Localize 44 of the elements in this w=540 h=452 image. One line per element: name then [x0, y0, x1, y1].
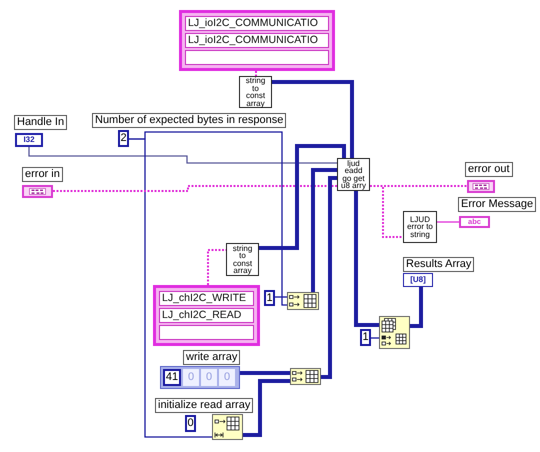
array-element: 0	[183, 369, 199, 386]
array-terminal: [U8]	[403, 273, 433, 287]
numeric-constant: 2	[118, 130, 129, 147]
numeric-constant: 0	[185, 415, 196, 432]
wire	[243, 379, 290, 437]
terminal-label: error in	[22, 167, 63, 182]
array-element: 0	[201, 369, 217, 386]
wire	[53, 185, 337, 192]
terminal-label: Error Message	[458, 197, 536, 212]
array-element: LJ_ioI2C_COMMUNICATIO	[185, 16, 329, 31]
subvi-block: LJUD error to string	[403, 211, 437, 243]
wire	[207, 249, 226, 285]
wire	[129, 138, 212, 438]
array-element: LJ_chI2C_READ	[159, 308, 254, 323]
wire	[28, 147, 337, 164]
wire	[370, 185, 403, 238]
numeric-constant: 1	[360, 329, 371, 346]
array-element: 0	[219, 369, 235, 386]
constant-label: initialize read array	[155, 398, 254, 413]
terminal-label: error out	[465, 162, 513, 177]
string-array-constant	[153, 285, 260, 346]
wire	[354, 191, 379, 327]
wire	[240, 371, 290, 375]
array-element: LJ_chI2C_WRITE	[159, 291, 254, 306]
string-array-constant	[179, 10, 335, 71]
subvi-block: string to const array	[239, 76, 272, 108]
wire	[410, 287, 423, 328]
terminal-label: Results Array	[403, 257, 474, 272]
numeric-constant: 1	[264, 290, 275, 306]
wire	[255, 71, 257, 76]
wire	[272, 80, 354, 158]
wire	[437, 221, 459, 223]
subvi-block: string to const array	[226, 243, 259, 276]
wire	[275, 296, 287, 298]
wire	[259, 144, 346, 250]
subvi-block: ljud eadd go get u8 arry	[337, 158, 370, 191]
numeric-terminal: I32	[15, 133, 43, 147]
constant-label: write array	[183, 350, 240, 365]
wire	[321, 176, 337, 379]
array-element: LJ_ioI2C_COMMUNICATIO	[185, 33, 329, 48]
wire	[311, 168, 337, 292]
constant-label: Number of expected bytes in response	[92, 113, 286, 128]
array-index-display: 41	[163, 369, 181, 386]
terminal-label: Handle In	[14, 115, 68, 130]
